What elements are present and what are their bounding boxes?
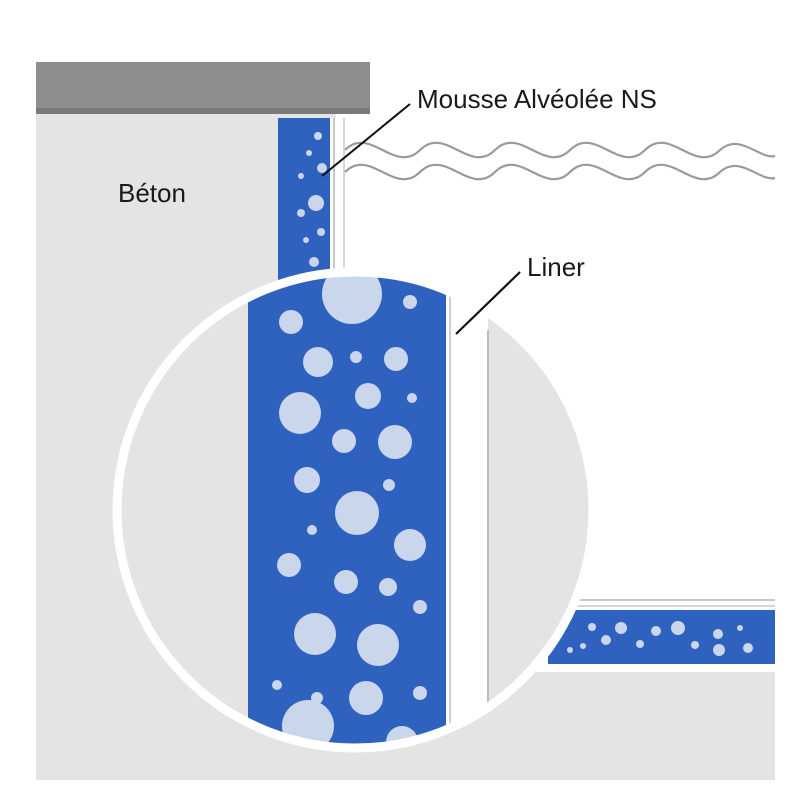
- magnifier-ring: [112, 267, 598, 753]
- foam-zoomed-bubbles: [272, 272, 427, 748]
- water-wave-lower: [344, 163, 776, 181]
- water-wave-upper: [344, 141, 776, 159]
- liner-leader-line: [455, 271, 521, 335]
- concrete-label: Béton: [118, 178, 186, 208]
- foam-floor-strip: [548, 610, 775, 664]
- foam-leader-line: [321, 103, 411, 177]
- liner-label: Liner: [527, 252, 585, 282]
- concrete-wall-top: [36, 112, 336, 118]
- coping-stone: [36, 62, 370, 112]
- magnifier: [112, 267, 598, 753]
- foam-floor-bubbles: [567, 621, 753, 656]
- coping-stone-edge: [36, 108, 370, 114]
- foam-wall-bubbles: [297, 132, 327, 267]
- liner-zoomed: [446, 272, 488, 748]
- foam-label: Mousse Alvéolée NS: [417, 84, 657, 114]
